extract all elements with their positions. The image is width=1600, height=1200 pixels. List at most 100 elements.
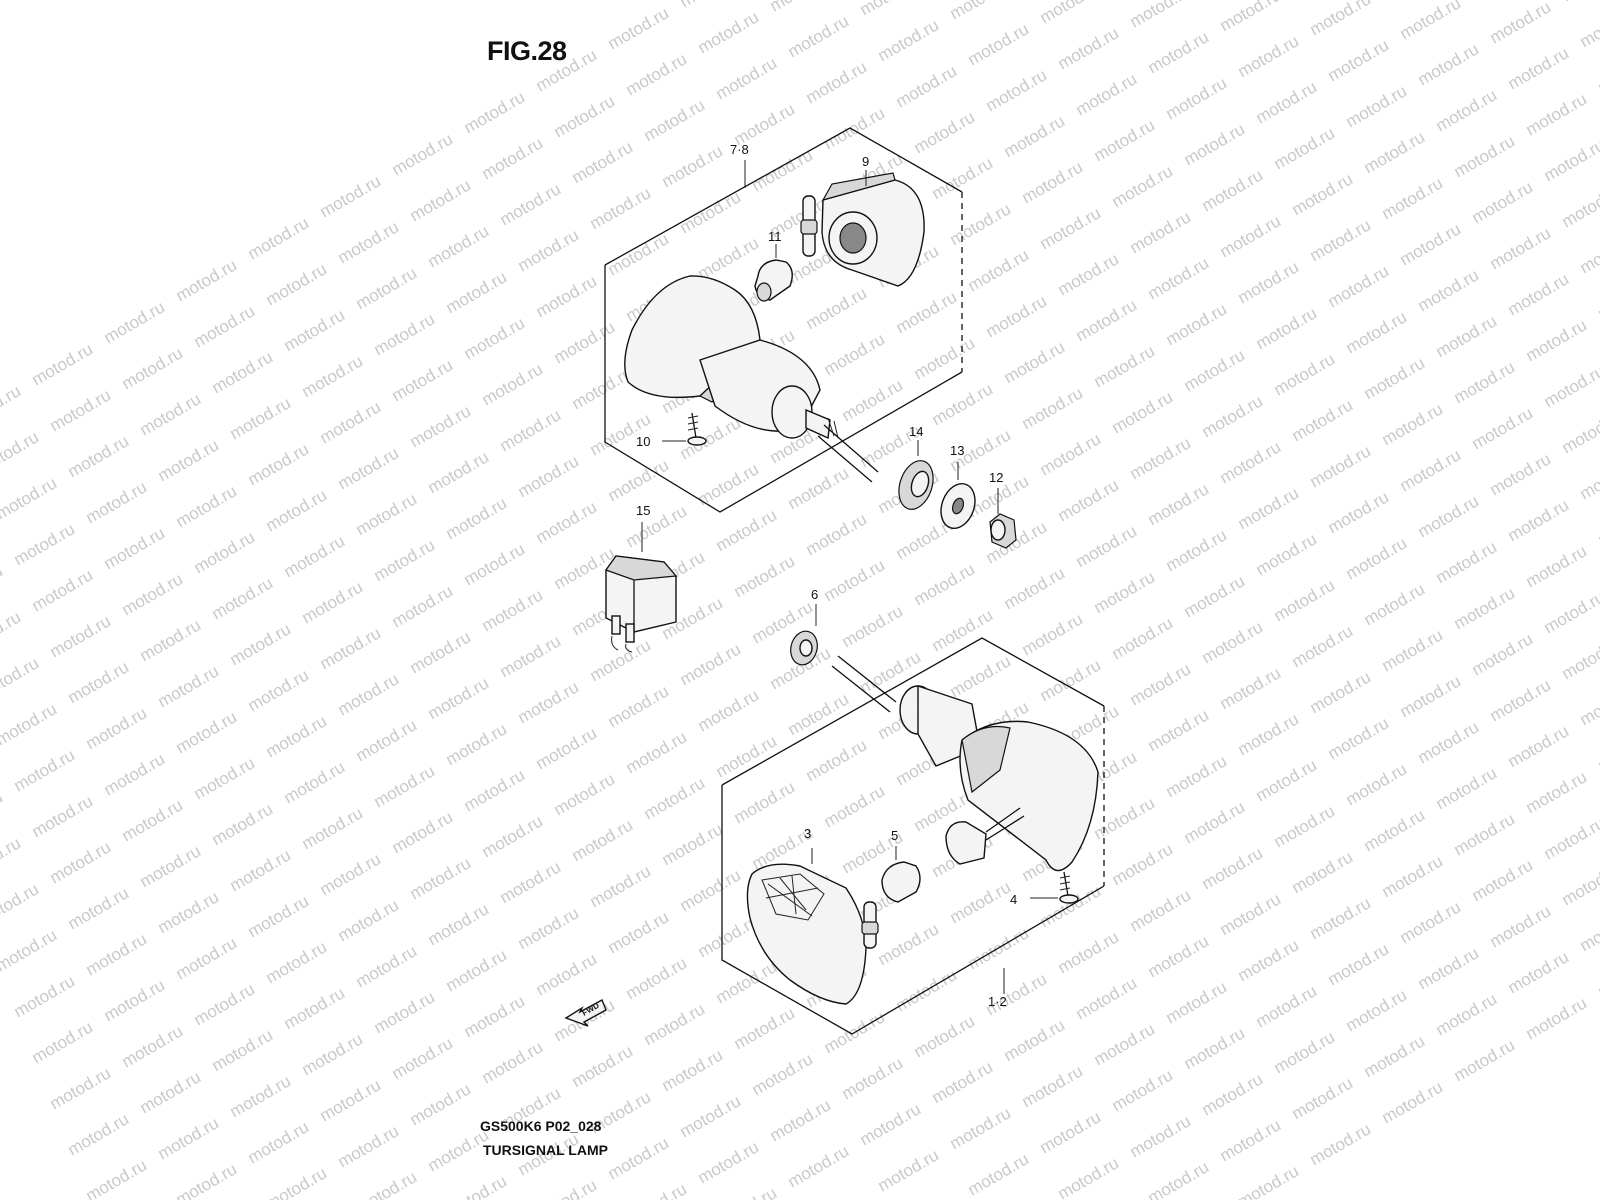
watermark-text: motod.ru [965, 1149, 1033, 1199]
watermark-text: motod.ru [713, 731, 781, 781]
watermark-text: motod.ru [1577, 227, 1600, 277]
callout-6: 6 [811, 587, 818, 602]
model-code: GS500K6 P02_028 [480, 1118, 602, 1134]
watermark-text: motod.ru [479, 133, 547, 183]
watermark-text: motod.ru [1559, 407, 1600, 457]
bulb-part-11[interactable] [754, 244, 793, 302]
watermark-text: motod.ru [371, 761, 439, 811]
watermark-text: motod.ru [659, 819, 727, 869]
watermark-text: motod.ru [1487, 675, 1555, 725]
watermark-text: motod.ru [677, 865, 745, 915]
watermark-text: motod.ru [173, 707, 241, 757]
watermark-text: motod.ru [533, 1175, 601, 1200]
watermark-text: motod.ru [245, 213, 313, 263]
watermark-text: motod.ru [929, 1057, 997, 1107]
relay-part-15[interactable] [605, 522, 678, 653]
watermark-text: motod.ru [911, 1011, 979, 1061]
watermark-text: motod.ru [407, 853, 475, 903]
watermark-text: motod.ru [101, 297, 169, 347]
watermark-text: motod.ru [1307, 215, 1375, 265]
watermark-text: motod.ru [245, 665, 313, 715]
watermark-text: motod.ru [947, 0, 1015, 23]
watermark-text: motod.ru [1271, 1027, 1339, 1077]
watermark-text: motod.ru [515, 903, 583, 953]
watermark-text: motod.ru [1397, 897, 1465, 947]
watermark-text: motod.ru [1451, 357, 1519, 407]
watermark-text: motod.ru [335, 669, 403, 719]
watermark-text: motod.ru [1145, 931, 1213, 981]
watermark-text: motod.ru [497, 179, 565, 229]
watermark-text: motod.ru [1415, 39, 1483, 89]
watermark-text: motod.ru [1019, 1061, 1087, 1111]
watermark-text: motod.ru [875, 919, 943, 969]
watermark-text: motod.ru [677, 639, 745, 689]
watermark-text: motod.ru [1271, 575, 1339, 625]
watermark-text: motod.ru [1433, 85, 1501, 135]
watermark-text: motod.ru [1343, 307, 1411, 357]
watermark-text: motod.ru [623, 49, 691, 99]
watermark-text: motod.ru [407, 627, 475, 677]
watermark-text: motod.ru [713, 505, 781, 555]
watermark-text: motod.ru [83, 929, 151, 979]
watermark-text: motod.ru [1415, 265, 1483, 315]
lower-wire [831, 655, 897, 713]
watermark-text: motod.ru [1163, 751, 1231, 801]
watermark-text: motod.ru [1289, 621, 1357, 671]
watermark-text: motod.ru [1343, 759, 1411, 809]
watermark-text: motod.ru [1541, 135, 1600, 185]
watermark-text: motod.ru [101, 749, 169, 799]
watermark-text: motod.ru [1559, 181, 1600, 231]
watermark-text: motod.ru [0, 879, 42, 929]
watermark-text: motod.ru [641, 773, 709, 823]
watermark-text: motod.ru [263, 937, 331, 987]
watermark-text: motod.ru [1037, 429, 1105, 479]
watermark-text: motod.ru [155, 887, 223, 937]
watermark-text: motod.ru [281, 757, 349, 807]
watermark-text: motod.ru [335, 1121, 403, 1171]
washer-part-13[interactable] [935, 462, 981, 533]
grommet-part-14[interactable] [893, 440, 939, 514]
watermark-text: motod.ru [749, 1049, 817, 1099]
watermark-text: motod.ru [479, 585, 547, 635]
watermark-text: motod.ru [803, 57, 871, 107]
watermark-text: motod.ru [1055, 23, 1123, 73]
watermark-text: motod.ru [1325, 713, 1393, 763]
watermark-text: motod.ru [191, 301, 259, 351]
grommet-part-6[interactable] [787, 604, 821, 668]
watermark-text: motod.ru [0, 607, 24, 657]
watermark-text: motod.ru [0, 427, 42, 477]
watermark-text: motod.ru [443, 945, 511, 995]
watermark-text: motod.ru [1451, 809, 1519, 859]
watermark-text: motod.ru [371, 535, 439, 585]
watermark-text: motod.ru [1235, 1161, 1303, 1200]
watermark-text: motod.ru [983, 291, 1051, 341]
bulb-part-5[interactable] [881, 846, 921, 903]
callout-11: 11 [768, 229, 782, 244]
screw-part-10[interactable] [662, 412, 707, 446]
watermark-text: motod.ru [1091, 567, 1159, 617]
callout-4: 4 [1010, 892, 1017, 907]
watermark-text: motod.ru [659, 141, 727, 191]
screw-part-4[interactable] [1030, 871, 1079, 904]
watermark-text: motod.ru [1181, 119, 1249, 169]
lens-part-3[interactable] [746, 848, 879, 1005]
watermark-text: motod.ru [1559, 0, 1600, 5]
watermark-text: motod.ru [29, 565, 97, 615]
nut-part-12[interactable] [989, 488, 1017, 549]
watermark-text: motod.ru [893, 287, 961, 337]
watermark-text: motod.ru [191, 527, 259, 577]
watermark-text: motod.ru [713, 53, 781, 103]
watermark-text: motod.ru [785, 1141, 853, 1191]
watermark-text: motod.ru [1127, 207, 1195, 257]
watermark-text: motod.ru [1523, 767, 1591, 817]
watermark-text: motod.ru [281, 983, 349, 1033]
watermark-text: motod.ru [0, 561, 6, 611]
watermark-text: motod.ru [245, 1117, 313, 1167]
watermark-text: motod.ru [443, 719, 511, 769]
watermark-text: motod.ru [1433, 989, 1501, 1039]
watermark-text: motod.ru [1253, 755, 1321, 805]
lens-part-9[interactable] [800, 170, 925, 287]
watermark-text: motod.ru [641, 95, 709, 145]
watermark-text: motod.ru [857, 0, 925, 19]
watermark-text: motod.ru [623, 953, 691, 1003]
